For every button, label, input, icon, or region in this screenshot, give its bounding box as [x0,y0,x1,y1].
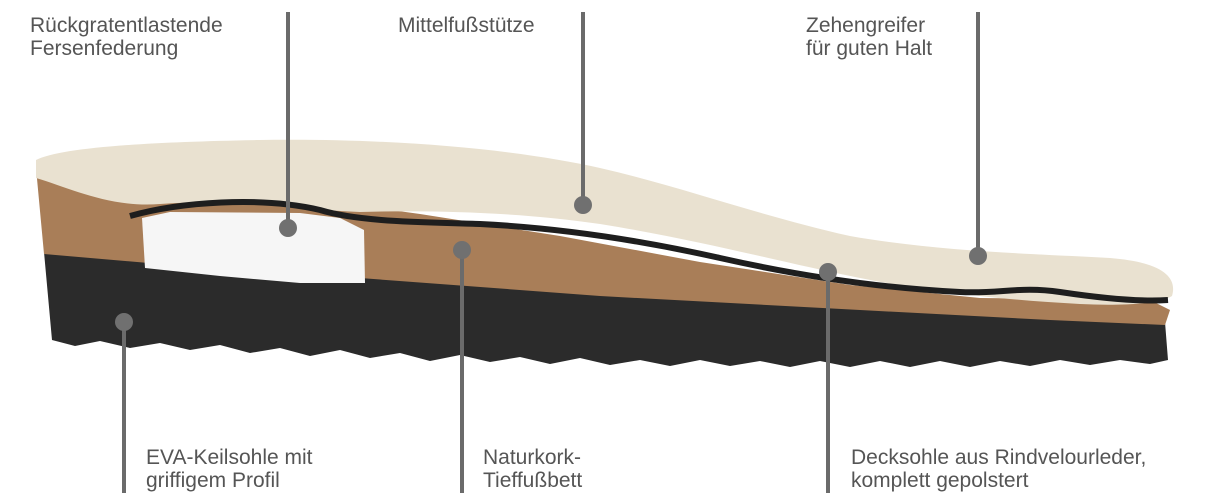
label-top-sole: Decksohle aus Rindvelourleder, komplett … [851,446,1146,492]
marker-dot-top-sole [819,263,837,281]
label-toe-grip-line-2: für guten Halt [806,37,932,60]
label-arch-support: Mittelfußstütze [398,14,535,37]
label-heel-spring-line-1: Rückgratentlastende [30,14,223,37]
label-top-sole-line-1: Decksohle aus Rindvelourleder, [851,446,1146,469]
label-eva-sole-line-2: griffigem Profil [146,469,313,492]
marker-dot-arch-support [574,196,592,214]
marker-dot-eva-sole [115,313,133,331]
label-eva-sole: EVA-Keilsohle mit griffigem Profil [146,446,313,492]
label-cork-bed-line-2: Tieffußbett [483,469,582,492]
label-eva-sole-line-1: EVA-Keilsohle mit [146,446,313,469]
label-heel-spring: Rückgratentlastende Fersenfederung [30,14,223,60]
label-toe-grip: Zehengreifer für guten Halt [806,14,932,60]
marker-dot-toe-grip [969,247,987,265]
label-top-sole-line-2: komplett gepolstert [851,469,1146,492]
label-arch-support-line-1: Mittelfußstütze [398,14,535,37]
label-heel-spring-line-2: Fersenfederung [30,37,223,60]
label-toe-grip-line-1: Zehengreifer [806,14,932,37]
marker-dot-heel-spring [279,219,297,237]
label-cork-bed-line-1: Naturkork- [483,446,582,469]
marker-dot-cork-bed [453,241,471,259]
label-cork-bed: Naturkork- Tieffußbett [483,446,582,492]
